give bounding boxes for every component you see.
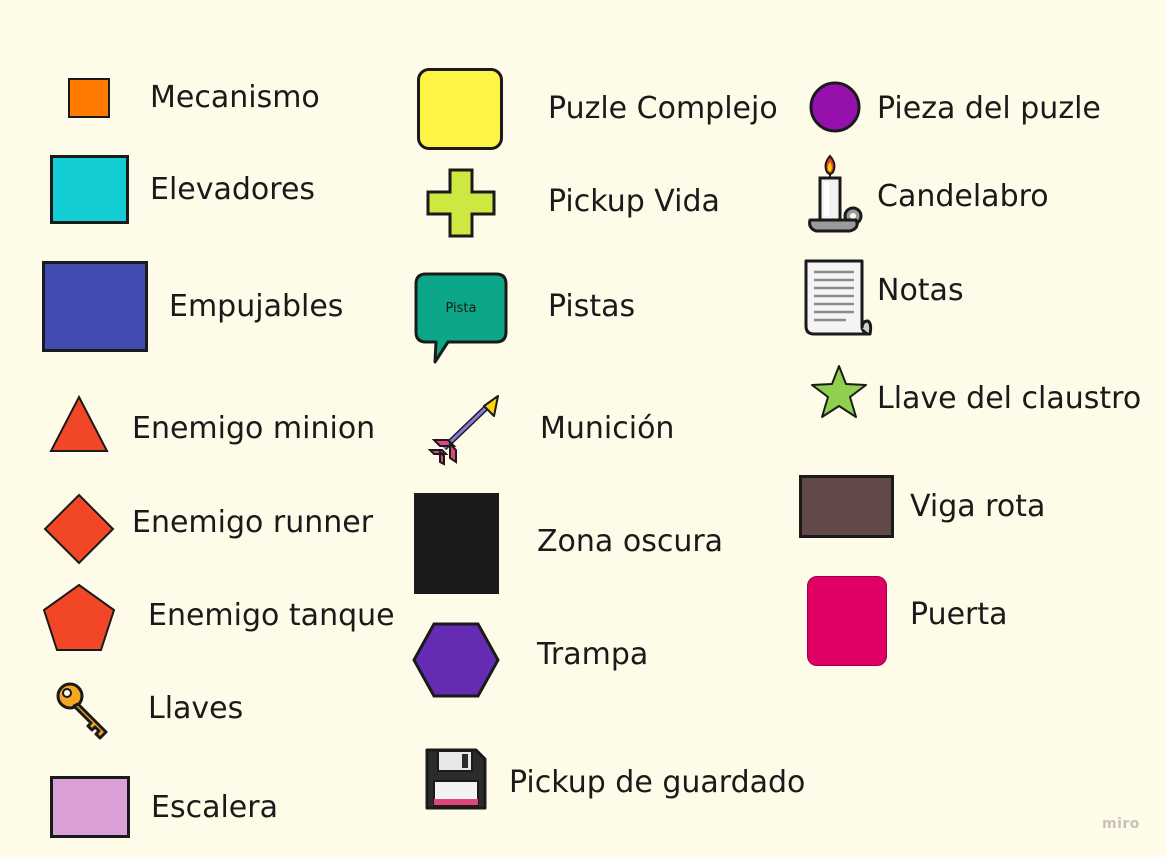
llave-claustro-label: Llave del claustro [877,381,1142,416]
arrow-icon [427,395,499,466]
enemigo-minion-label: Enemigo minion [132,411,376,446]
puzle-complejo-label: Puzle Complejo [548,91,778,126]
llaves-label: Llaves [148,691,244,726]
puerta-label: Puerta [910,597,1008,632]
enemigo-runner-label: Enemigo runner [132,505,374,540]
escalera-label: Escalera [151,790,278,825]
pickup-vida-cross [426,168,496,238]
empujables-square [42,261,148,352]
floppy-disk-icon [425,748,487,810]
key-icon [56,682,108,740]
puzle-complejo-square [417,68,503,150]
zona-oscura-label: Zona oscura [537,524,724,559]
scroll-icon [804,259,873,336]
empujables-label: Empujables [169,289,344,324]
pieza-puzle-label: Pieza del puzle [877,91,1101,126]
mecanismo-label: Mecanismo [150,80,320,115]
pistas-speech-bubble [414,272,508,364]
pickup-vida-label: Pickup Vida [548,184,720,219]
elevadores-label: Elevadores [150,172,316,207]
candle-icon [808,154,863,233]
trampa-label: Trampa [537,637,649,672]
zona-oscura-square [414,493,499,594]
candelabro-label: Candelabro [877,179,1049,214]
enemigo-tanque-pentagon [42,583,116,651]
enemigo-minion-triangle [49,394,109,452]
enemigo-runner-diamond [43,493,115,565]
pistas-label: Pistas [548,289,636,324]
enemigo-tanque-label: Enemigo tanque [148,598,395,633]
llave-claustro-star [811,365,867,418]
mecanismo-square [68,78,110,118]
trampa-hexagon [412,622,500,698]
elevadores-square [50,155,129,224]
pieza-puzle-circle [809,81,861,133]
escalera-square [50,776,130,838]
viga-rota-label: Viga rota [910,489,1046,524]
puerta-square [807,576,887,666]
municion-label: Munición [540,411,675,446]
viga-rota-square [799,475,894,538]
pistas-bubble-text: Pista [445,301,477,316]
notas-label: Notas [877,273,964,308]
miro-watermark: miro [1102,816,1140,832]
pickup-guardado-label: Pickup de guardado [509,765,806,800]
